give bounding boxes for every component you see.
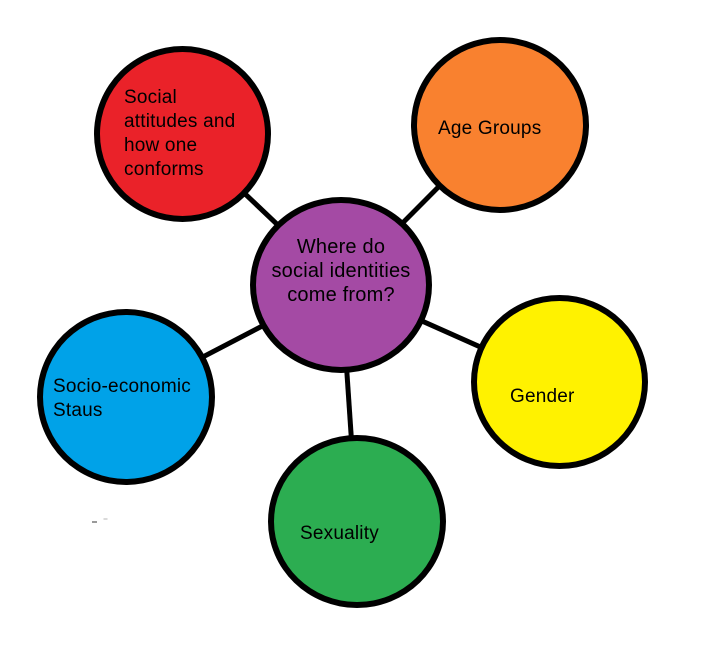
node-label-sexuality: Sexuality [300,523,379,544]
node-socio-economic-status: Socio-economic Staus [37,309,215,485]
node-label-age-groups: Age Groups [438,118,542,139]
node-sexuality: Sexuality [268,435,446,608]
node-label-gender: Gender [510,386,575,407]
node-gender: Gender [471,295,648,469]
node-label-socio-economic-status: Socio-economic Staus [53,376,191,421]
node-center-question: Where do social identities come from? [250,197,432,373]
node-label-center-question: Where do social identities come from? [271,236,411,306]
node-social-attitudes: Social attitudes and how one conforms [94,46,271,222]
node-age-groups: Age Groups [411,37,589,213]
node-label-social-attitudes: Social attitudes and how one conforms [124,87,236,180]
stray-pen-mark [92,521,97,523]
